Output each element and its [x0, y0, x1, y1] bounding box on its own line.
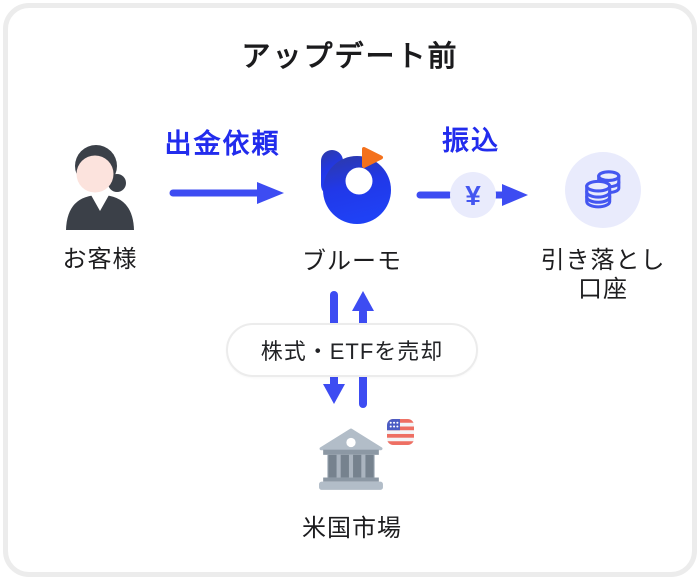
person-icon: [62, 138, 138, 230]
transfer-label: 振込: [442, 126, 500, 156]
coins-icon: [565, 152, 641, 228]
customer-label: お客様: [62, 246, 138, 273]
account-label-line2: 口座: [578, 276, 628, 303]
sell-label: 株式・ETFを売却: [260, 339, 444, 364]
diagram-title: アップデート前: [241, 41, 459, 73]
bloomo-label: ブルーモ: [302, 248, 402, 275]
account-label-line1: 引き落とし: [540, 247, 666, 274]
withdrawal-request-arrow: [168, 180, 288, 206]
withdrawal-request-label: 出金依頼: [164, 129, 281, 159]
sell-label-pill: 株式・ETFを売却: [226, 323, 478, 377]
yen-badge: [450, 172, 496, 218]
us-flag-icon: [387, 419, 414, 445]
card-border: [3, 3, 697, 577]
yen-icon: ¥: [465, 180, 481, 211]
bank-icon: [318, 428, 384, 492]
transfer-arrow: ¥: [416, 170, 532, 220]
us-market-label: 米国市場: [302, 515, 402, 542]
bloomo-logo-icon: [321, 146, 393, 225]
